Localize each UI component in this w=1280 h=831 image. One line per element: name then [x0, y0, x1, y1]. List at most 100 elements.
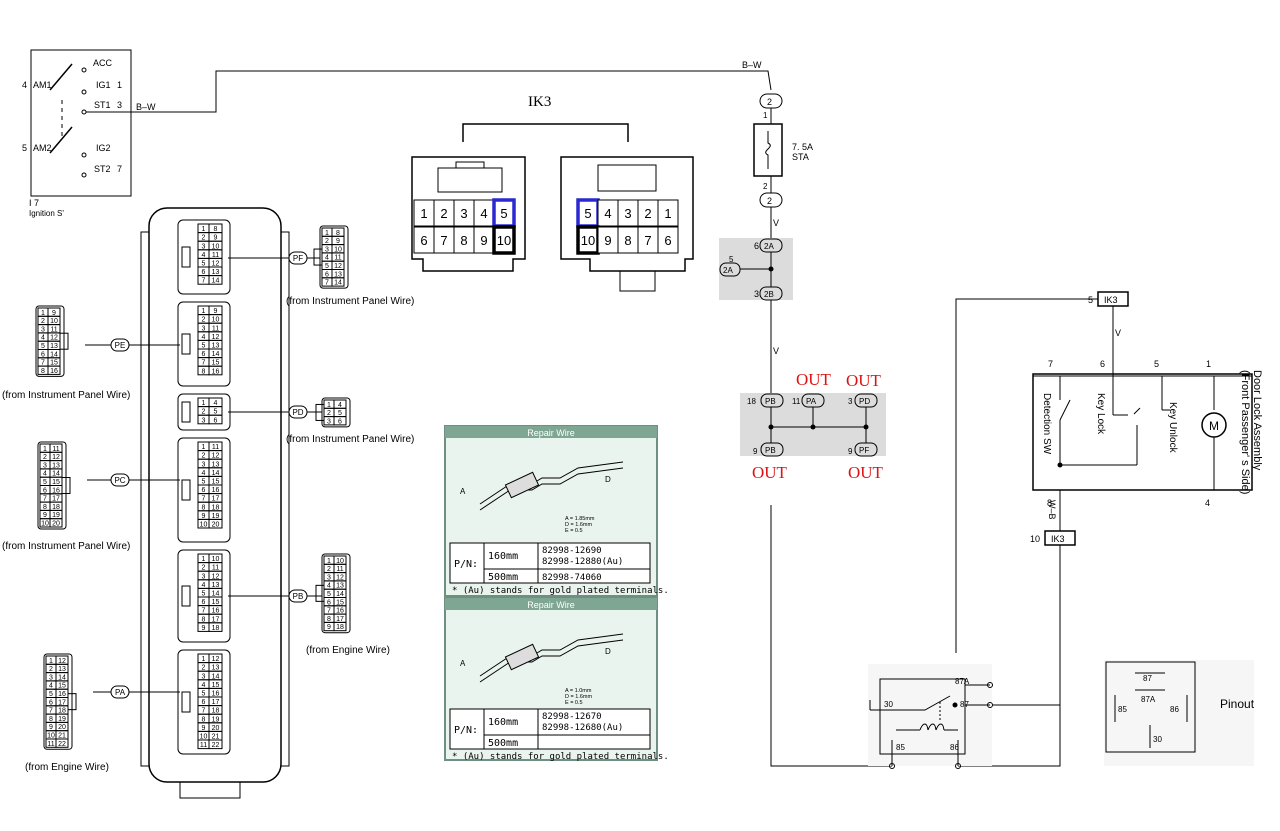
connector-id: PB [293, 592, 304, 601]
conn-pb-bottom [760, 442, 784, 457]
ext-connector-pin: 16 [50, 368, 58, 375]
ecu-slot-pin: 7 [202, 496, 206, 503]
door-pin-5: 5 [1154, 359, 1159, 369]
door-pin-4: 4 [1205, 498, 1210, 508]
ecu-slot-pin: 7 [202, 608, 206, 615]
ign-st2-label: ST2 [94, 164, 111, 174]
fuse-element [765, 131, 771, 169]
ext-connector-pin: 20 [58, 724, 66, 731]
ext-connector-pin: 5 [325, 263, 329, 270]
ecu-slot-pin: 13 [212, 665, 220, 672]
ext-connector-latch [67, 693, 77, 711]
ecu-slot-pin: 13 [212, 582, 220, 589]
ecu-slot-pin: 14 [212, 278, 220, 285]
terminal-dim-value: E = 0.5 [565, 528, 583, 534]
pn-part-1b: 82998-12680(Au) [542, 723, 623, 733]
ecu-slot-pin: 12 [212, 453, 220, 460]
conn-2-bottom-label: 2 [767, 196, 772, 206]
ecu-slot-pin: 20 [212, 522, 220, 529]
ecu-slot-pin: 3 [202, 461, 206, 468]
ik3-pin-number: 10 [581, 233, 595, 248]
ign-st2-pin: 7 [117, 164, 122, 174]
ext-connector-pin: 21 [58, 733, 66, 740]
door-lock-title-2: (Front Passenger' s Side) [1239, 370, 1251, 494]
contact-dot [81, 152, 87, 158]
ign-ig1-label: IG1 [96, 80, 111, 90]
pn-part-1a: 82998-12690 [542, 546, 602, 556]
detection-switch [1059, 399, 1071, 421]
pn-label: P/N: [454, 725, 478, 736]
ext-connector-pin: 11 [50, 326, 57, 333]
ext-connector-pin: 14 [58, 674, 66, 681]
ext-connector-pin: 11 [336, 566, 343, 573]
door-lock-box [1032, 373, 1253, 491]
ext-connector-pin: 10 [47, 733, 55, 740]
contact-dot [768, 266, 774, 272]
ecu-slot-key [181, 691, 191, 713]
ecu-slot-pin: 5 [202, 261, 206, 268]
ext-connector-pin: 3 [41, 326, 45, 333]
ik3-right-housing [560, 156, 694, 272]
ecu-slot-pin: 11 [212, 252, 219, 259]
ecu-slot-pin: 5 [214, 409, 218, 416]
ecu-slot-pin: 17 [212, 496, 220, 503]
ecu-slot-pin: 13 [212, 269, 220, 276]
ecu-body [140, 207, 290, 799]
ign-acc-label: ACC [93, 58, 113, 68]
ecu-slot-pin: 15 [212, 682, 220, 689]
ecu-slot-pin: 14 [212, 673, 220, 680]
ext-connector-body [37, 441, 67, 530]
pn-length-2: 500mm [488, 572, 518, 583]
ecu-slot-pin: 8 [202, 616, 206, 623]
ecu-slot-cell [208, 622, 223, 632]
ecu-slot-pin: 3 [202, 673, 206, 680]
relay-switch-arm [880, 695, 951, 711]
ik3-pin-number: 2 [440, 206, 447, 221]
ecu-slot-pin: 17 [212, 616, 220, 623]
ik3-bottom-label: IK3 [1051, 534, 1065, 544]
conn-pb-top [760, 393, 784, 408]
ign-am2-label: AM2 [33, 143, 52, 153]
ext-connector-pin: 1 [327, 402, 331, 409]
ecu-slot-pin: 5 [202, 691, 206, 698]
ext-connector-pin: 5 [49, 691, 53, 698]
repair-panel-title: Repair Wire [527, 428, 575, 438]
ecu-slot-pin: 4 [202, 682, 206, 689]
ecu-slot-key [181, 333, 191, 355]
ecu-slot-pin: 15 [212, 599, 220, 606]
ecu-slot-pin: 12 [212, 573, 220, 580]
ecu-slot-pin: 2 [202, 453, 206, 460]
am2-contact-arm [49, 126, 73, 154]
ext-connector-pin: 4 [338, 402, 342, 409]
ecu-slot-pin: 3 [202, 573, 206, 580]
wire-to-relay [770, 505, 892, 767]
contact-dot [952, 702, 958, 708]
ignition-switch: ACC 4 AM1 IG1 1 ST1 3 5 AM2 IG2 ST2 7 B–… [22, 49, 156, 218]
ecu-slot-pin: 7 [202, 708, 206, 715]
conn-2a-label: 2A [764, 242, 774, 251]
ign-name: Ignition S' [29, 209, 64, 218]
ign-am1-pin: 4 [22, 80, 27, 90]
ext-connector-pin: 8 [336, 230, 340, 237]
ext-connector-pin: 4 [43, 471, 47, 478]
ext-connector-pin: 9 [336, 238, 340, 245]
repair-panel-title: Repair Wire [527, 600, 575, 610]
out-label-pa: OUT [796, 370, 832, 389]
contact-dot [81, 172, 87, 178]
ecu-slot-pin: 18 [212, 708, 220, 715]
ext-connector-cell [331, 277, 345, 287]
motor-label: M [1209, 419, 1219, 433]
ext-connector-pin: 12 [52, 454, 60, 461]
ecu-slot-pin: 6 [214, 417, 218, 424]
ext-connector-pin: 14 [50, 351, 58, 358]
ik3-right-tab [619, 270, 656, 292]
ik3-pin-number: 7 [644, 233, 651, 248]
ecu-slot-pin: 4 [202, 470, 206, 477]
ecu-slot-pin: 8 [202, 368, 206, 375]
ecu-slot-pin: 6 [202, 599, 206, 606]
ext-connector-pin: 2 [43, 454, 47, 461]
